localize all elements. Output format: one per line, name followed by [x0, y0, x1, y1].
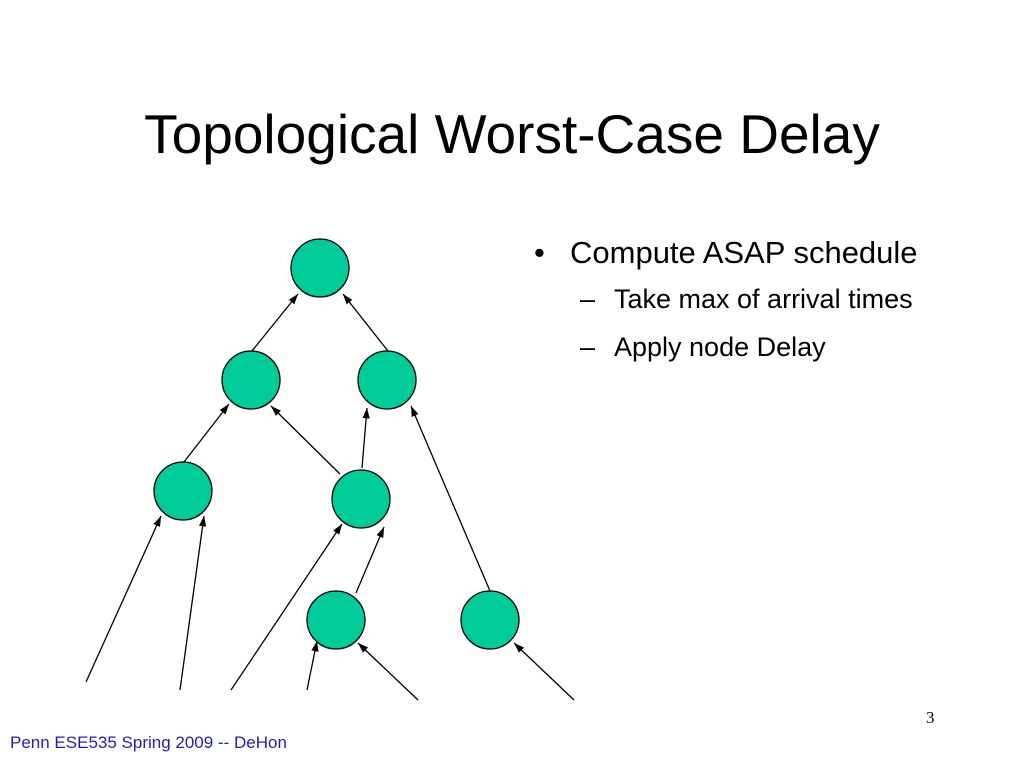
edge-lowcenter-midleft: [270, 405, 341, 475]
slide-number: 3: [926, 708, 935, 727]
sub-bullet-text: Take max of arrival times: [614, 284, 913, 314]
sub-bullet-dash: –: [580, 332, 596, 362]
footer-text: Penn ESE535 Spring 2009 -- DeHon: [10, 733, 287, 752]
edge-bottomleft-lowcenter: [355, 526, 385, 594]
edge-midleft-root: [251, 293, 299, 352]
sub-bullet-dash: –: [580, 284, 596, 314]
edge-input5-bottomleft: [357, 642, 419, 701]
node-mid-right: [357, 350, 417, 410]
edge-lowcenter-midright: [361, 407, 370, 469]
slide-title: Topological Worst-Case Delay: [144, 103, 880, 165]
edge-input1-lowleft: [85, 515, 162, 683]
edge-input4-bottomleft: [306, 640, 319, 691]
nodes: [153, 238, 520, 650]
node-low-center: [331, 469, 391, 529]
sub-bullet-text: Apply node Delay: [614, 332, 826, 362]
node-mid-left: [221, 350, 281, 410]
edge-input3-lowcenter: [230, 523, 343, 691]
edge-input6-bottomright: [513, 642, 575, 701]
edge-bottomright-midright: [410, 405, 491, 592]
bullet-dot: •: [534, 235, 545, 270]
edge-input2-lowleft: [179, 515, 207, 691]
edges: [85, 293, 575, 701]
sub-bullet-item: – Take max of arrival times: [534, 282, 934, 317]
node-bottom-right: [460, 590, 520, 650]
bullet-text: Compute ASAP schedule: [570, 235, 918, 270]
node-root: [290, 238, 350, 298]
edge-midright-root: [342, 293, 389, 352]
sub-bullet-item: – Apply node Delay: [534, 330, 934, 365]
bullet-item: • Compute ASAP schedule: [534, 232, 934, 274]
node-low-left: [153, 461, 213, 521]
node-bottom-left: [306, 590, 366, 650]
bullet-list: • Compute ASAP schedule – Take max of ar…: [534, 232, 934, 378]
edge-lowleft-midleft: [183, 403, 230, 463]
